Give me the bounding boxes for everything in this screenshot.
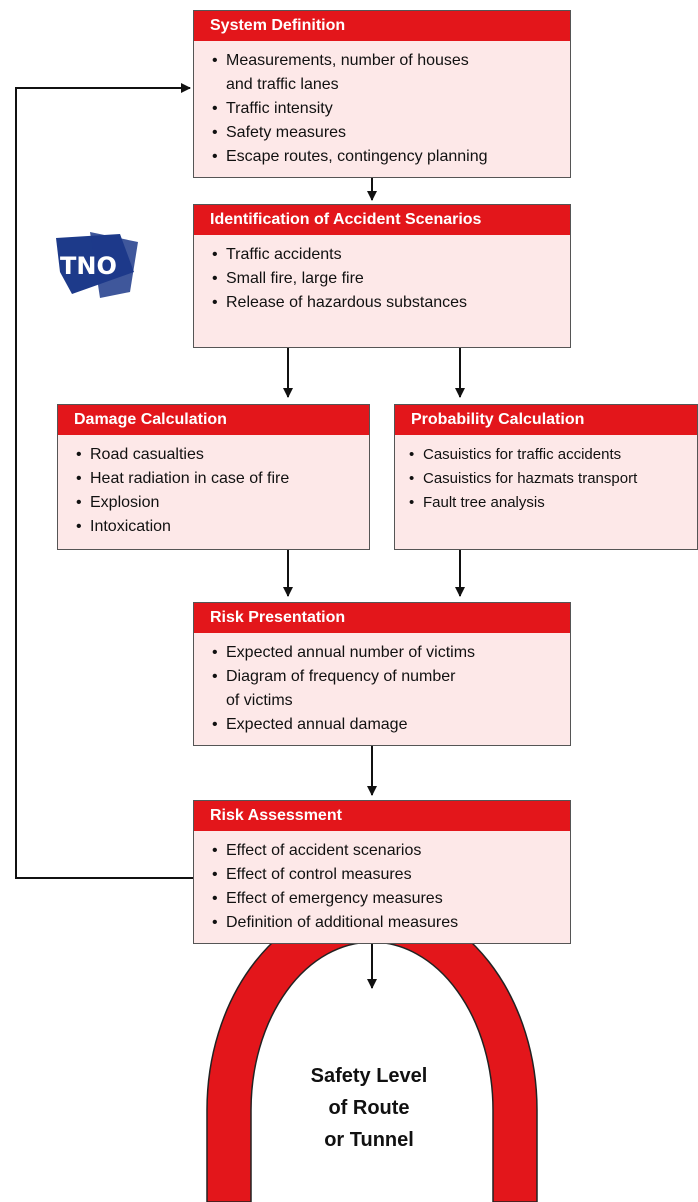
damage-calculation-box: Damage Calculation Road casualties Heat … <box>57 404 370 550</box>
accident-scenarios-title: Identification of Accident Scenarios <box>194 205 570 235</box>
list-item: Casuistics for traffic accidents <box>409 443 689 467</box>
damage-calculation-title: Damage Calculation <box>58 405 369 435</box>
list-item: Heat radiation in case of fire <box>76 467 361 491</box>
accident-scenarios-box: Identification of Accident Scenarios Tra… <box>193 204 571 348</box>
list-item: Intoxication <box>76 515 361 539</box>
accident-scenarios-list: Traffic accidents Small fire, large fire… <box>194 235 570 315</box>
feedback-loop-arrow <box>15 83 193 879</box>
risk-assessment-title: Risk Assessment <box>194 801 570 831</box>
list-item: Effect of emergency measures <box>212 887 562 911</box>
list-item: Fault tree analysis <box>409 491 689 515</box>
list-item: Effect of accident scenarios <box>212 839 562 863</box>
list-item: Diagram of frequency of number of victim… <box>212 665 562 713</box>
list-item: Release of hazardous substances <box>212 291 562 315</box>
risk-presentation-title: Risk Presentation <box>194 603 570 633</box>
logo-text: TNO <box>60 252 117 280</box>
damage-calculation-list: Road casualties Heat radiation in case o… <box>58 435 369 539</box>
list-item: Escape routes, contingency planning <box>212 145 562 169</box>
probability-calculation-title: Probability Calculation <box>395 405 697 435</box>
probability-calculation-list: Casuistics for traffic accidents Casuist… <box>395 435 697 515</box>
list-item: Casuistics for hazmats transport <box>409 467 689 491</box>
system-definition-list: Measurements, number of houses and traff… <box>194 41 570 169</box>
risk-presentation-box: Risk Presentation Expected annual number… <box>193 602 571 746</box>
system-definition-box: System Definition Measurements, number o… <box>193 10 571 178</box>
list-item: Safety measures <box>212 121 562 145</box>
system-definition-title: System Definition <box>194 11 570 41</box>
risk-assessment-box: Risk Assessment Effect of accident scena… <box>193 800 571 944</box>
list-item: Expected annual number of victims <box>212 641 562 665</box>
list-item: Expected annual damage <box>212 713 562 737</box>
probability-calculation-box: Probability Calculation Casuistics for t… <box>394 404 698 550</box>
risk-assessment-list: Effect of accident scenarios Effect of c… <box>194 831 570 935</box>
list-item: Effect of control measures <box>212 863 562 887</box>
list-item: Traffic intensity <box>212 97 562 121</box>
risk-presentation-list: Expected annual number of victims Diagra… <box>194 633 570 737</box>
list-item: Traffic accidents <box>212 243 562 267</box>
tno-logo-icon: TNO <box>56 232 138 298</box>
list-item: Definition of additional measures <box>212 911 562 935</box>
list-item: Measurements, number of houses and traff… <box>212 49 562 97</box>
list-item: Small fire, large fire <box>212 267 562 291</box>
list-item: Road casualties <box>76 443 361 467</box>
safety-level-label: Safety Level of Route or Tunnel <box>310 1065 428 1151</box>
list-item: Explosion <box>76 491 361 515</box>
